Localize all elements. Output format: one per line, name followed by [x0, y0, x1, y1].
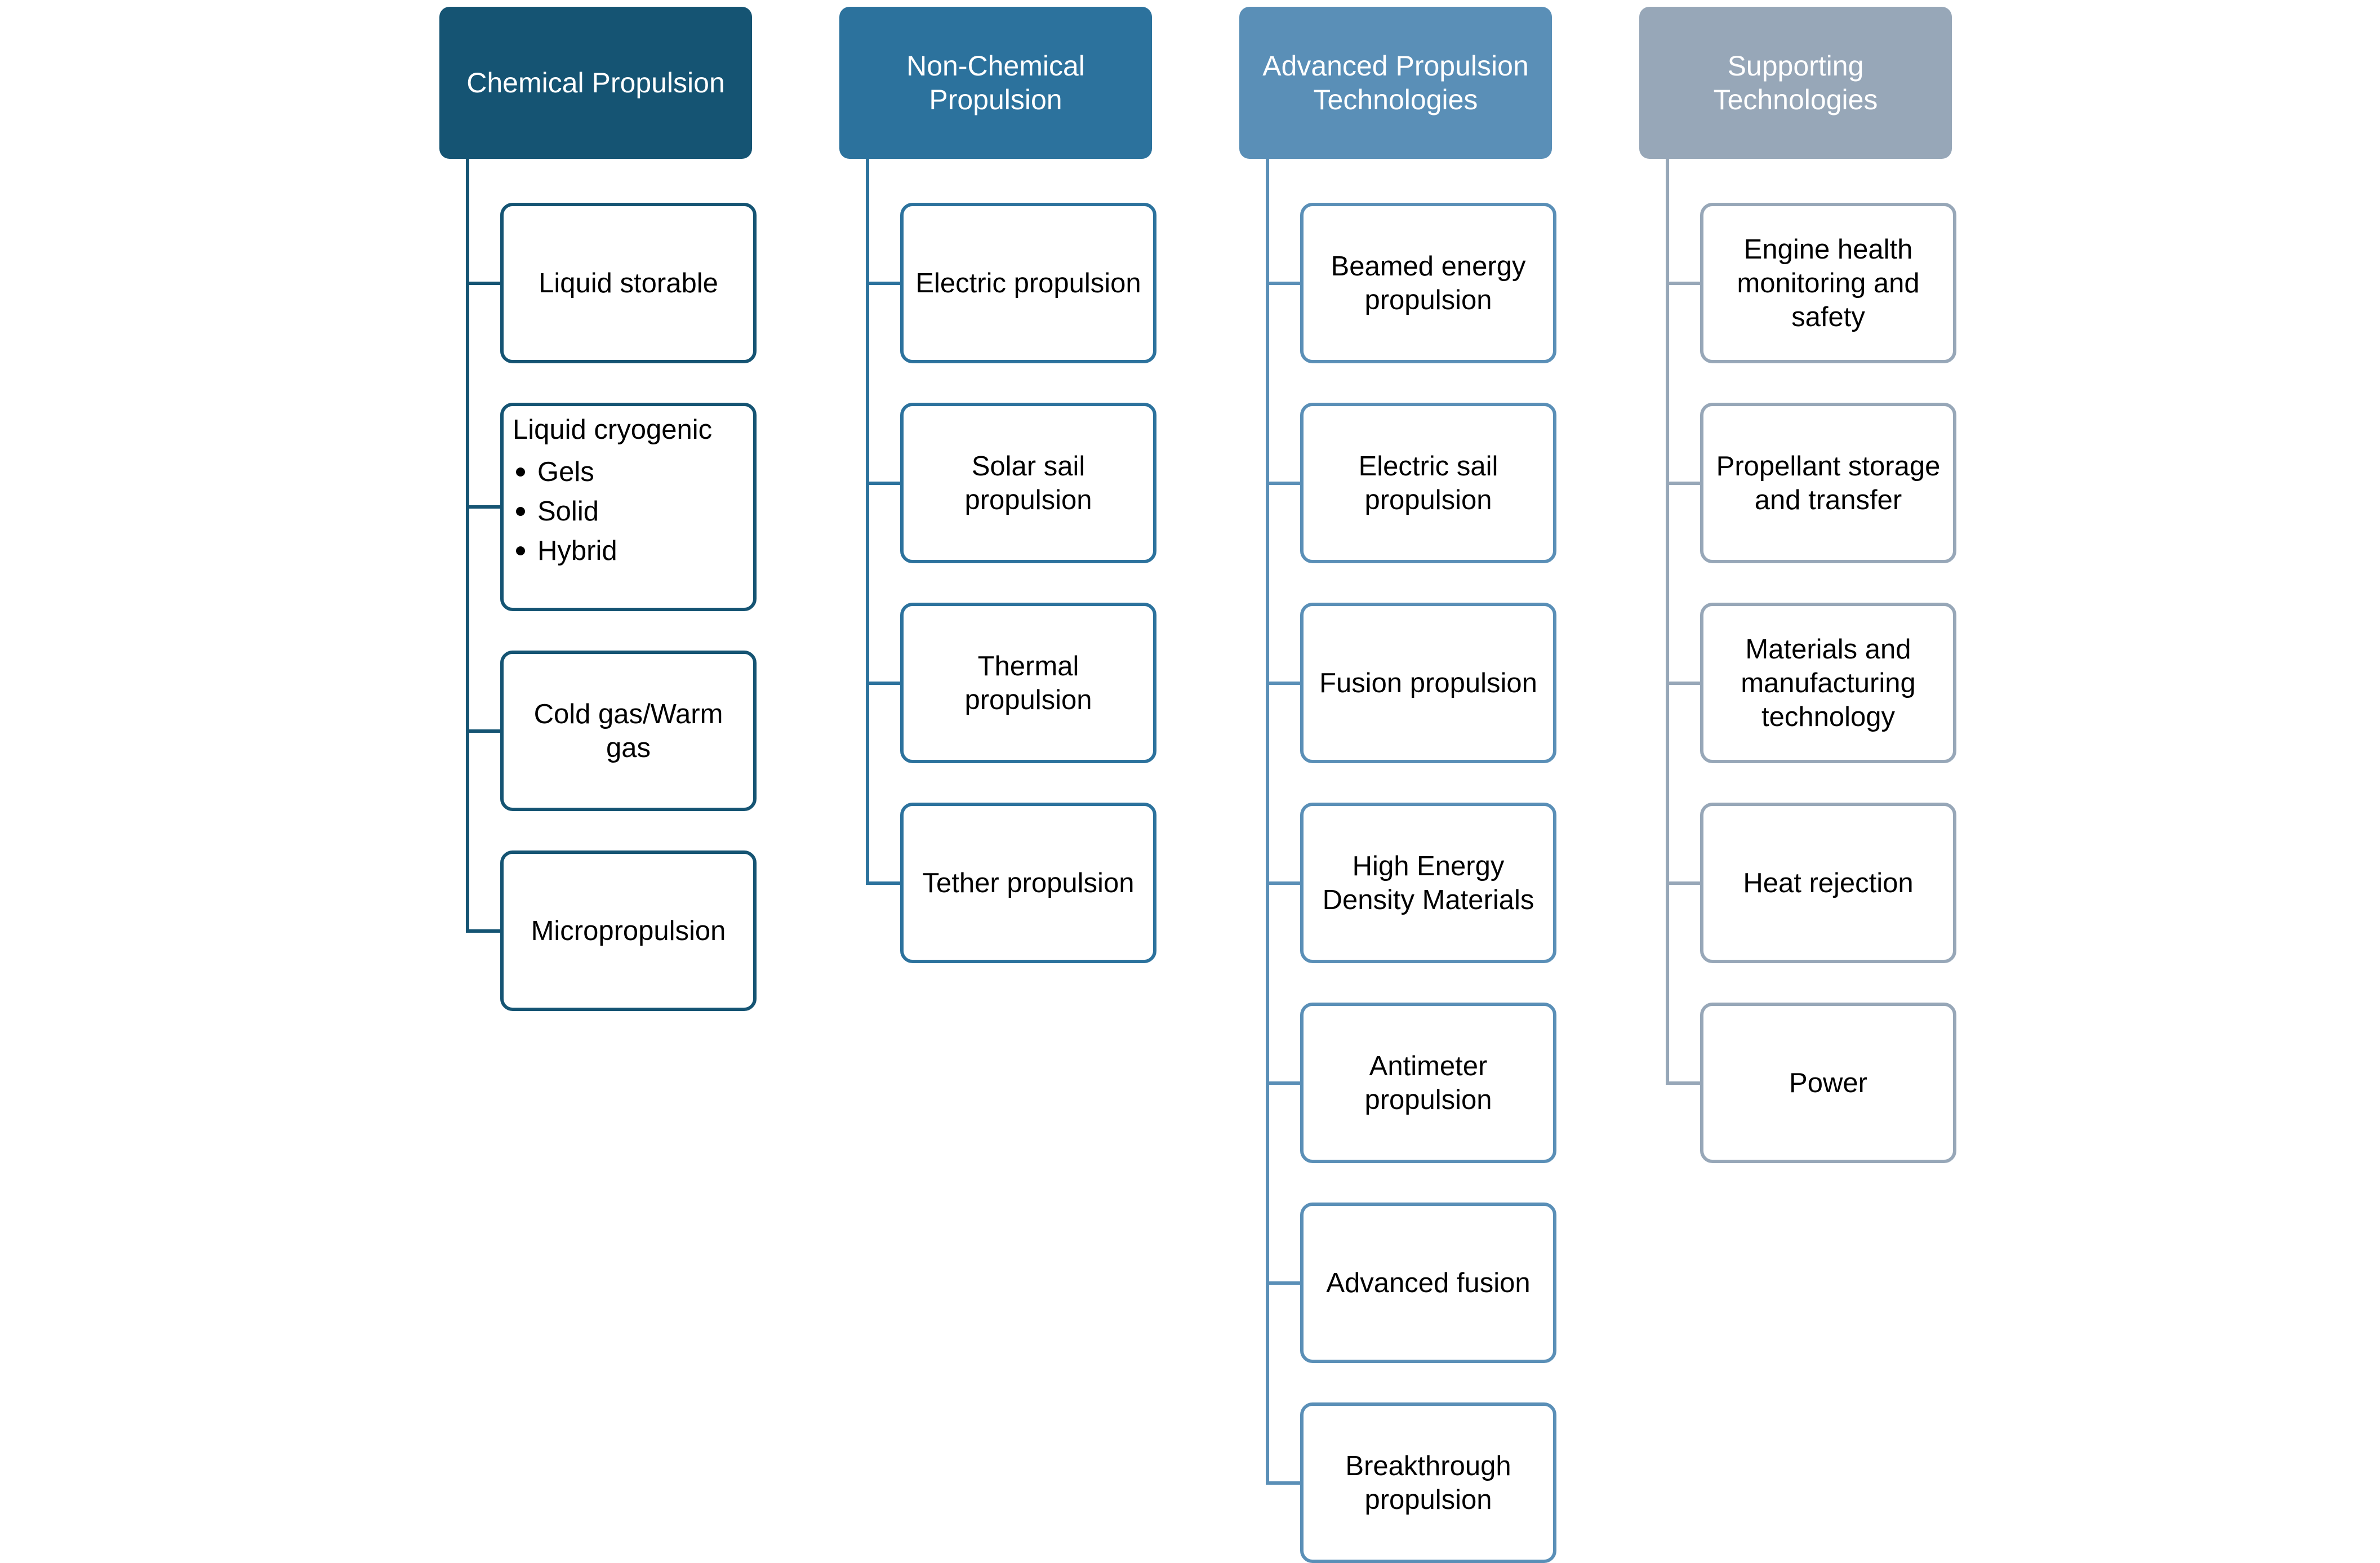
node-label: Beamed energy propulsion	[1331, 251, 1526, 315]
column-header-non-chemical-propulsion: Non-Chemical Propulsion	[839, 7, 1152, 159]
node-label: Advanced fusion	[1326, 1267, 1531, 1298]
bullet-item-gels: Gels	[513, 452, 617, 492]
node-label: Cold gas/Warm gas	[533, 698, 723, 763]
node-thermal-propulsion: Thermal propulsion	[900, 603, 1156, 763]
node-electric-propulsion: Electric propulsion	[900, 203, 1156, 363]
node-solar-sail-propulsion: Solar sail propulsion	[900, 403, 1156, 563]
node-heat-rejection: Heat rejection	[1700, 803, 1956, 963]
connector-spine	[1666, 159, 1669, 1085]
node-label: Micropropulsion	[531, 915, 726, 946]
node-breakthrough-propulsion: Breakthrough propulsion	[1300, 1402, 1556, 1563]
column-header-supporting-technologies: Supporting Technologies	[1639, 7, 1952, 159]
connector-branch	[466, 929, 500, 933]
connector-branch	[466, 281, 500, 285]
connector-spine	[866, 159, 869, 885]
connector-branch	[466, 505, 500, 509]
bullet-label: Gels	[537, 457, 594, 487]
node-antimeter-propulsion: Antimeter propulsion	[1300, 1003, 1556, 1163]
connector-branch	[466, 729, 500, 733]
connector-branch	[866, 881, 900, 885]
node-label: Solar sail propulsion	[964, 451, 1092, 515]
node-label: Antimeter propulsion	[1364, 1050, 1492, 1115]
node-label: Fusion propulsion	[1319, 667, 1537, 698]
connector-spine	[466, 159, 469, 933]
node-tether-propulsion: Tether propulsion	[900, 803, 1156, 963]
node-fusion-propulsion: Fusion propulsion	[1300, 603, 1556, 763]
connector-branch	[1666, 1081, 1700, 1085]
node-liquid-storable: Liquid storable	[500, 203, 757, 363]
node-label: High Energy Density Materials	[1322, 850, 1534, 915]
node-propellant-storage-and-transfer: Propellant storage and transfer	[1700, 403, 1956, 563]
node-cold-gas-warm-gas: Cold gas/Warm gas	[500, 651, 757, 811]
node-label: Liquid storable	[539, 268, 718, 299]
node-label: Propellant storage and transfer	[1716, 451, 1941, 515]
connector-branch	[1266, 481, 1300, 485]
node-materials-and-manufacturing-technology: Materials and manufacturing technology	[1700, 603, 1956, 763]
column-header-advanced-propulsion-technologies: Advanced Propulsion Technologies	[1239, 7, 1552, 159]
node-label: Engine health monitoring and safety	[1737, 234, 1920, 332]
connector-branch	[866, 281, 900, 285]
node-engine-health-monitoring-and-safety: Engine health monitoring and safety	[1700, 203, 1956, 363]
column-header-chemical-propulsion: Chemical Propulsion	[439, 7, 752, 159]
connector-branch	[1266, 1281, 1300, 1285]
node-high-energy-density-materials: High Energy Density Materials	[1300, 803, 1556, 963]
bullet-dot-icon	[516, 467, 525, 477]
connector-branch	[866, 681, 900, 685]
connector-branch	[1266, 1081, 1300, 1085]
bullet-label: Solid	[537, 496, 599, 527]
connector-branch	[1666, 481, 1700, 485]
node-label: Thermal propulsion	[964, 651, 1092, 715]
node-label: Materials and manufacturing technology	[1741, 634, 1916, 732]
node-label: Heat rejection	[1743, 867, 1914, 898]
node-title: Liquid cryogenic	[513, 415, 713, 445]
bullet-label: Hybrid	[537, 536, 617, 566]
node-micropropulsion: Micropropulsion	[500, 850, 757, 1011]
node-label: Power	[1789, 1067, 1867, 1098]
node-label: Breakthrough propulsion	[1345, 1450, 1511, 1515]
connector-branch	[1266, 1481, 1300, 1485]
bullet-item-solid: Solid	[513, 492, 617, 531]
node-beamed-energy-propulsion: Beamed energy propulsion	[1300, 203, 1556, 363]
connector-branch	[1266, 681, 1300, 685]
connector-branch	[1666, 881, 1700, 885]
connector-spine	[1266, 159, 1269, 1485]
connector-branch	[1266, 881, 1300, 885]
bullet-dot-icon	[516, 507, 525, 516]
node-power: Power	[1700, 1003, 1956, 1163]
node-label: Electric propulsion	[915, 268, 1141, 299]
connector-branch	[1666, 681, 1700, 685]
node-label: Electric sail propulsion	[1358, 451, 1498, 515]
node-advanced-fusion: Advanced fusion	[1300, 1203, 1556, 1363]
node-label: Tether propulsion	[922, 867, 1135, 898]
bullet-dot-icon	[516, 546, 525, 555]
connector-branch	[1266, 281, 1300, 285]
connector-branch	[866, 481, 900, 485]
connector-branch	[1666, 281, 1700, 285]
bullet-item-hybrid: Hybrid	[513, 531, 617, 571]
node-electric-sail-propulsion: Electric sail propulsion	[1300, 403, 1556, 563]
